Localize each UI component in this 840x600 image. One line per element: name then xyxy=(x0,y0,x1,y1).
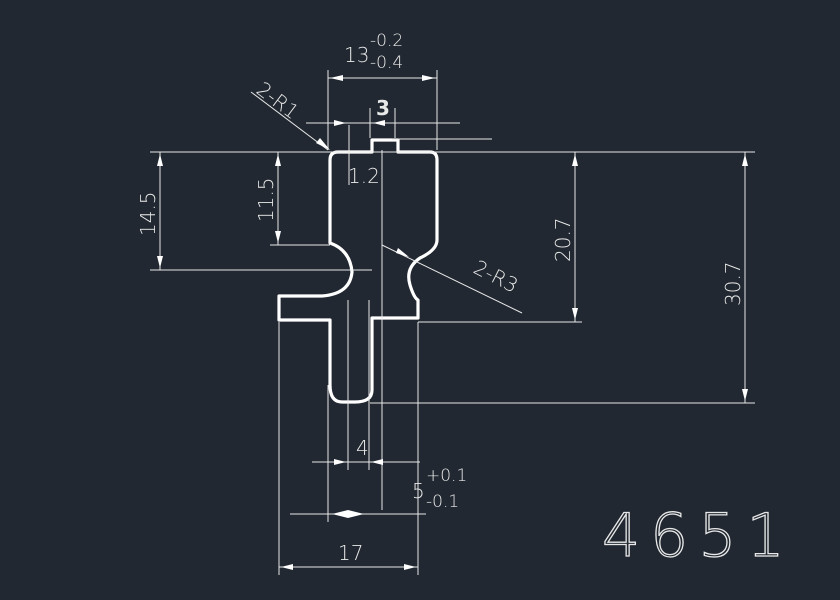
profile-outline xyxy=(277,138,439,404)
width-lower-tol-label: -0.4 xyxy=(370,53,403,73)
stem-nominal-label: 5 xyxy=(412,479,425,503)
base-width-label: 17 xyxy=(338,541,363,565)
stem-lower-tol-label: -0.1 xyxy=(426,492,459,512)
height-30-7-label: 30.7 xyxy=(721,261,745,306)
corner-radius-label: 2-R1 xyxy=(252,77,304,124)
height-11-5-label: 11.5 xyxy=(254,177,278,222)
width-upper-tol-label: -0.2 xyxy=(370,31,403,51)
dimension-lines xyxy=(150,70,755,575)
part-number-label: 4651 xyxy=(602,501,795,571)
stem-upper-tol-label: +0.1 xyxy=(426,466,467,486)
stem-inner-label: 4 xyxy=(356,436,369,460)
slot-label: 3 xyxy=(376,96,390,120)
width-nominal-label: 13 xyxy=(344,43,369,67)
height-20-7-label: 20.7 xyxy=(551,217,575,262)
wall-label: 1.2 xyxy=(348,164,380,188)
arrowheads xyxy=(157,75,748,570)
height-14-5-label: 14.5 xyxy=(136,191,160,236)
